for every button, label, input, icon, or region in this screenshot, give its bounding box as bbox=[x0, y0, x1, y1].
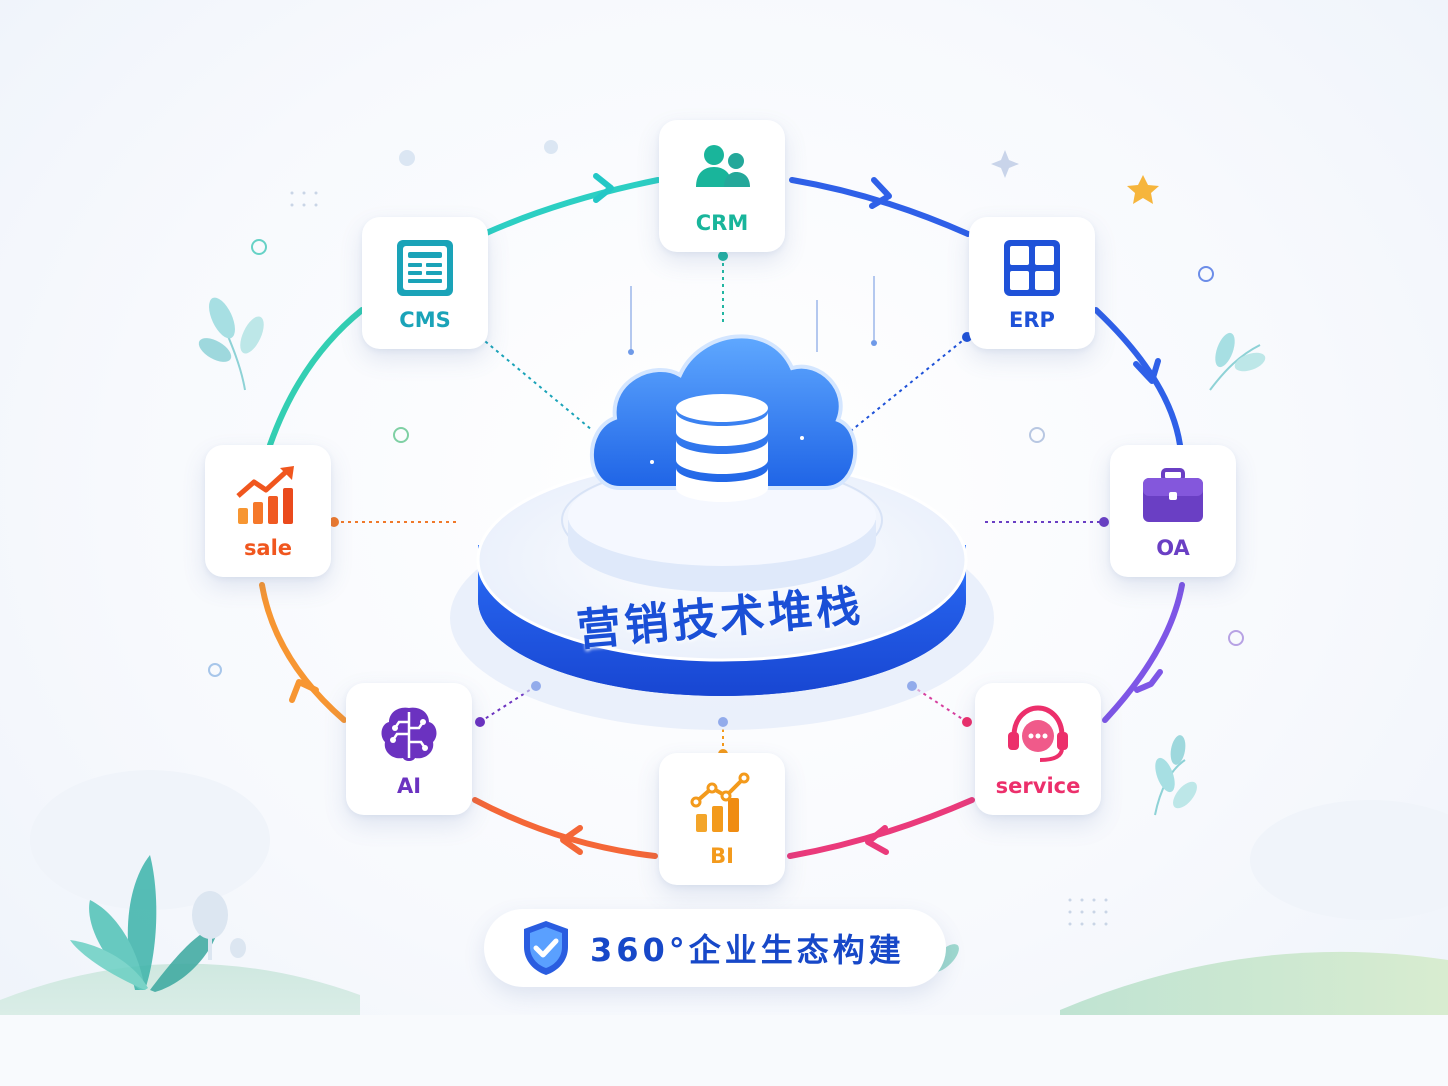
briefcase-icon bbox=[1143, 468, 1203, 522]
tree-icon bbox=[192, 891, 246, 960]
node-label: ERP bbox=[1009, 308, 1055, 332]
leaf-cluster-icon bbox=[1154, 735, 1197, 816]
light-beams bbox=[628, 276, 877, 355]
leaf-cluster-icon bbox=[198, 297, 264, 391]
node-oa[interactable]: OA bbox=[1110, 445, 1236, 577]
ring-arrows bbox=[289, 173, 1163, 855]
headset-chat-icon bbox=[1008, 705, 1068, 762]
star-icon bbox=[1127, 175, 1159, 204]
leaf-cluster-icon bbox=[1209, 332, 1266, 391]
node-crm[interactable]: CRM bbox=[659, 120, 785, 252]
growth-chart-icon bbox=[236, 466, 294, 524]
ecosystem-badge: 360°企业生态构建 bbox=[484, 909, 946, 987]
shield-check-icon bbox=[524, 921, 568, 975]
node-label: AI bbox=[396, 774, 422, 798]
badge-text: 360°企业生态构建 bbox=[590, 931, 905, 969]
users-icon bbox=[696, 145, 750, 187]
node-label: sale bbox=[243, 536, 293, 560]
node-label: CRM bbox=[695, 211, 749, 235]
node-bi[interactable]: BI bbox=[659, 753, 785, 885]
central-platform bbox=[450, 458, 994, 730]
node-label: OA bbox=[1156, 536, 1190, 560]
cloud-database-icon bbox=[590, 334, 858, 502]
grid-icon bbox=[1004, 240, 1060, 296]
node-service[interactable]: service bbox=[975, 683, 1101, 815]
node-sale[interactable]: sale bbox=[205, 445, 331, 577]
node-ai[interactable]: AI bbox=[346, 683, 472, 815]
node-label: service bbox=[995, 774, 1081, 798]
background-hills bbox=[0, 770, 1448, 1086]
bar-trend-icon bbox=[690, 772, 750, 832]
brain-circuit-icon bbox=[381, 707, 437, 761]
node-erp[interactable]: ERP bbox=[969, 217, 1095, 349]
decorative-dots bbox=[208, 140, 1244, 926]
node-cms[interactable]: CMS bbox=[362, 217, 488, 349]
document-icon bbox=[397, 240, 453, 296]
node-label: CMS bbox=[399, 308, 451, 332]
plant-left-icon bbox=[70, 855, 220, 992]
sparkle-icon bbox=[991, 150, 1019, 178]
connector-lines bbox=[334, 256, 1104, 754]
ecosystem-ring bbox=[259, 177, 1185, 859]
node-label: BI bbox=[710, 844, 734, 868]
